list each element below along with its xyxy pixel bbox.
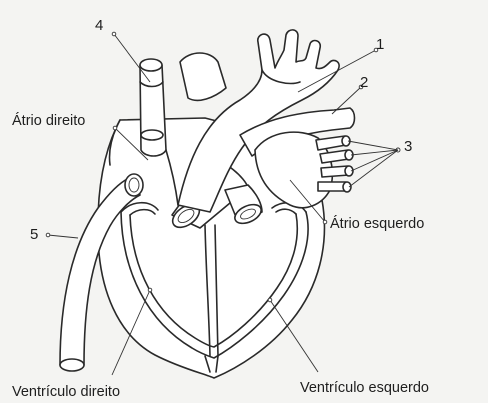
label-4: 4 <box>95 17 103 34</box>
aorta-behind <box>180 53 226 100</box>
label-1: 1 <box>376 36 384 53</box>
label-left-atrium: Átrio esquerdo <box>330 215 424 232</box>
label-left-ventricle: Ventrículo esquerdo <box>300 380 429 396</box>
label-5: 5 <box>30 226 38 243</box>
label-right-ventricle: Ventrículo direito <box>12 384 120 400</box>
label-right-atrium: Átrio direito <box>12 112 85 129</box>
label-2: 2 <box>360 74 368 91</box>
label-3: 3 <box>404 138 412 155</box>
